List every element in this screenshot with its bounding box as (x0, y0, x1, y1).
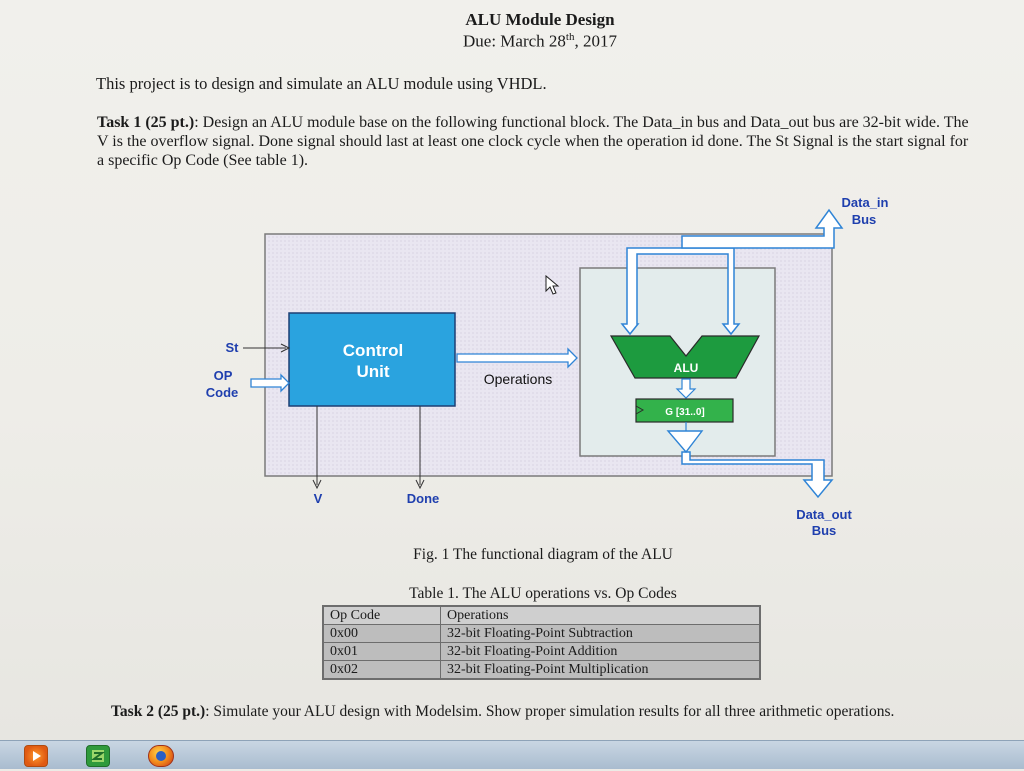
alu-block (609, 335, 761, 379)
code-label: Code (206, 385, 239, 400)
table-row: 0x00 32-bit Floating-Point Subtraction (322, 624, 761, 643)
table-header-row: Op Code Operations (322, 605, 761, 625)
cell-op-code: 0x02 (322, 660, 441, 680)
data-out-label-line2: Bus (812, 523, 837, 538)
task1-label: Task 1 (25 pt.) (97, 114, 195, 131)
cell-op-code: 0x01 (322, 642, 441, 661)
document-title: ALU Module Design (465, 10, 615, 29)
task2-paragraph: Task 2 (25 pt.): Simulate your ALU desig… (111, 703, 986, 721)
data-out-label-line1: Data_out (796, 507, 852, 522)
taskbar (0, 740, 1024, 769)
alu-label: ALU (674, 361, 699, 375)
intro-paragraph: This project is to design and simulate a… (96, 74, 547, 93)
table-row: 0x02 32-bit Floating-Point Multiplicatio… (322, 660, 761, 680)
operations-label: Operations (484, 371, 552, 387)
done-label: Done (407, 491, 440, 506)
op-label: OP (214, 368, 233, 383)
due-date: Due: March 28th, 2017 (0, 31, 1024, 52)
file-manager-icon[interactable] (86, 745, 110, 767)
done-arrowhead (415, 479, 425, 490)
data-out-bus-arrow (681, 451, 834, 499)
task1-text: : Design an ALU module base on the follo… (97, 114, 969, 169)
cell-op-code: 0x00 (322, 624, 441, 643)
st-label: St (226, 340, 240, 355)
opcode-table: Op Code Operations 0x00 32-bit Floating-… (322, 605, 761, 680)
due-prefix: Due: March 28 (463, 31, 566, 51)
table-row: 0x01 32-bit Floating-Point Addition (322, 642, 761, 661)
control-unit-block (288, 312, 456, 407)
table-caption: Table 1. The ALU operations vs. Op Codes (409, 585, 677, 602)
g-register-label: G [31..0] (665, 407, 704, 418)
cell-operation: 32-bit Floating-Point Multiplication (440, 660, 761, 680)
header-op-code: Op Code (322, 605, 441, 625)
v-arrowhead (312, 479, 322, 490)
data-in-bus-arrow (620, 208, 844, 336)
operations-arrow (456, 347, 578, 369)
cell-operation: 32-bit Floating-Point Addition (440, 642, 761, 661)
control-unit-line1: Control (343, 341, 403, 360)
v-label: V (314, 491, 323, 506)
header-operations: Operations (440, 605, 761, 625)
due-superscript: th (565, 31, 575, 43)
mouse-cursor-icon (545, 274, 560, 295)
data-in-label-line1: Data_in (842, 195, 889, 210)
document-page: ALU Module Design Due: March 28th, 2017 … (0, 0, 1024, 740)
g-register-clock (635, 405, 645, 415)
alu-functional-diagram: Control Unit St OP Code Operations ALU G… (206, 195, 889, 538)
data-in-label-line2: Bus (852, 212, 877, 227)
opcode-arrow (250, 373, 290, 393)
due-suffix: , 2017 (574, 31, 617, 51)
control-unit-line2: Unit (356, 362, 389, 381)
task1-paragraph: Task 1 (25 pt.): Design an ALU module ba… (97, 113, 977, 170)
g-register-block (635, 398, 734, 423)
firefox-icon[interactable] (148, 745, 174, 767)
task2-label: Task 2 (25 pt.) (111, 703, 206, 720)
media-player-icon[interactable] (24, 745, 48, 767)
figure-caption: Fig. 1 The functional diagram of the ALU (413, 546, 673, 563)
cell-operation: 32-bit Floating-Point Subtraction (440, 624, 761, 643)
output-buffer (666, 430, 704, 454)
task2-text: : Simulate your ALU design with Modelsim… (205, 703, 895, 720)
st-arrowhead (280, 343, 291, 353)
alu-to-g-arrow (675, 378, 697, 399)
